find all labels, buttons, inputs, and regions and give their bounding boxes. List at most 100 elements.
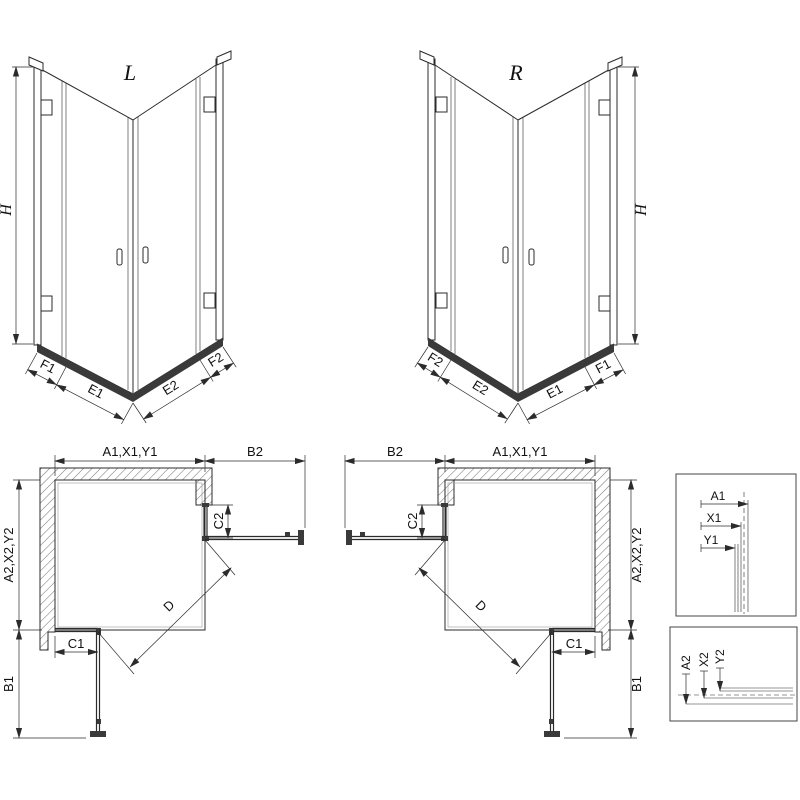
- dimension-c2-left-plan: C2: [209, 504, 233, 539]
- tray-rim: [57, 482, 203, 628]
- dimension-c1-left-plan: C1: [54, 636, 99, 658]
- door-handle-icon: [142, 246, 149, 264]
- label-a2x2y2: A2,X2,Y2: [1, 528, 16, 583]
- dimension-h-left: H: [0, 66, 33, 345]
- dimension-h-right: H: [618, 66, 650, 345]
- dimension-e1-f1-right: E1 F1: [517, 352, 626, 425]
- door-handle-icon: [528, 248, 535, 266]
- label-x2: X2: [697, 652, 711, 667]
- label-f2: F2: [425, 349, 446, 370]
- dimension-top-right-plan: B2 A1,X1,Y1: [344, 444, 596, 528]
- label-c2: C2: [405, 513, 420, 530]
- label-b1: B1: [629, 676, 644, 692]
- hinge-icon: [435, 292, 448, 309]
- label-a1: A1: [711, 489, 726, 503]
- label-a2: A2: [679, 655, 693, 670]
- glass-structure-right: [419, 50, 623, 402]
- door-end-profile: [298, 530, 304, 545]
- detail-box-a2: A2 X2 Y2: [669, 626, 798, 722]
- label-y1: Y1: [704, 533, 719, 547]
- label-c1: C1: [566, 636, 583, 651]
- hinge-icon: [598, 99, 611, 116]
- label-y2: Y2: [713, 649, 727, 664]
- plan-view-left: A1,X1,Y1 B2 C2 A2,X2,Y2 B1 C1: [1, 444, 306, 739]
- door-end-profile: [544, 731, 560, 737]
- wall-cap-icon: [607, 56, 623, 72]
- door-handle-icon: [502, 246, 509, 264]
- wall-cap-icon: [216, 50, 232, 66]
- dimension-top-left-plan: A1,X1,Y1 B2: [54, 444, 306, 528]
- open-door-right: [205, 530, 304, 545]
- door-handle-icon: [285, 532, 290, 536]
- label-e2: E2: [160, 377, 181, 398]
- detail-box-a1: A1 X1 Y1: [675, 473, 797, 617]
- 3d-view-left: L: [0, 50, 237, 425]
- tray-rim: [447, 482, 593, 628]
- wall-section: [437, 467, 611, 651]
- label-c1: C1: [68, 636, 85, 651]
- hinge-icon: [203, 96, 216, 113]
- tray-outline: [444, 479, 596, 631]
- dimension-e2-f2-left: E2 F2: [132, 346, 237, 424]
- open-door-bottom: [544, 630, 560, 737]
- fixed-panel-bottom-side: [549, 627, 595, 635]
- fixed-panel-left-side: [441, 503, 448, 541]
- dimension-left-side-plan: A2,X2,Y2 B1: [1, 479, 86, 739]
- hinge-icon: [40, 99, 53, 116]
- fixed-panel-bottom-side: [55, 627, 101, 635]
- wall-cap-icon: [28, 56, 44, 72]
- door-handle-icon: [97, 719, 101, 724]
- label-d: D: [160, 597, 177, 614]
- label-f2: F2: [205, 349, 226, 370]
- label-a1x1y1: A1,X1,Y1: [493, 444, 548, 459]
- variant-label-right: R: [508, 60, 523, 85]
- hinge-icon: [598, 295, 611, 312]
- door-end-profile: [346, 530, 352, 545]
- label-b1: B1: [1, 676, 16, 692]
- dimension-right-side-plan: A2,X2,Y2 B1: [564, 479, 644, 739]
- shower-tray: [428, 338, 518, 402]
- dimension-d-right-plan: D: [414, 539, 553, 675]
- dimension-f2-e2-right: F2 E2: [414, 346, 519, 424]
- dimension-d-left-plan: D: [97, 539, 236, 675]
- 3d-view-right: R: [414, 50, 650, 425]
- dimension-c2-right-plan: C2: [405, 504, 441, 539]
- tray-outline: [54, 479, 206, 631]
- door-end-profile: [90, 731, 106, 737]
- hinge-icon: [203, 292, 216, 309]
- label-h: H: [0, 203, 15, 217]
- door-pivot: [202, 536, 209, 541]
- label-a1x1y1: A1,X1,Y1: [103, 444, 158, 459]
- label-e1: E1: [544, 381, 565, 402]
- hinge-icon: [40, 295, 53, 312]
- door-pivot: [549, 628, 554, 635]
- open-door-left: [346, 530, 445, 545]
- door-handle-icon: [116, 248, 123, 266]
- label-f1: F1: [593, 356, 613, 376]
- label-b2: B2: [247, 444, 263, 459]
- wall-cap-icon: [419, 50, 435, 66]
- label-a2x2y2: A2,X2,Y2: [629, 528, 644, 583]
- door-pivot: [96, 628, 101, 635]
- door-pivot: [441, 536, 448, 541]
- label-e1: E1: [85, 381, 106, 402]
- door-handle-icon: [549, 719, 553, 724]
- dimension-f1-e1-left: F1 E1: [25, 352, 134, 425]
- label-f1: F1: [38, 356, 58, 376]
- dimension-c1-right-plan: C1: [551, 636, 596, 658]
- label-c2: C2: [211, 513, 226, 530]
- label-h: H: [633, 203, 650, 217]
- label-b2: B2: [387, 444, 403, 459]
- shower-tray: [133, 338, 223, 402]
- wall-section: [39, 467, 213, 651]
- door-handle-icon: [360, 532, 365, 536]
- fixed-panel-right-side: [202, 503, 209, 541]
- glass-structure-left: [28, 50, 232, 402]
- label-x1: X1: [707, 511, 722, 525]
- label-d: D: [473, 597, 490, 614]
- hinge-icon: [435, 96, 448, 113]
- open-door-bottom: [90, 630, 106, 737]
- plan-view-right: B2 A1,X1,Y1 C2 A2,X2,Y2 B1 C1: [344, 444, 644, 739]
